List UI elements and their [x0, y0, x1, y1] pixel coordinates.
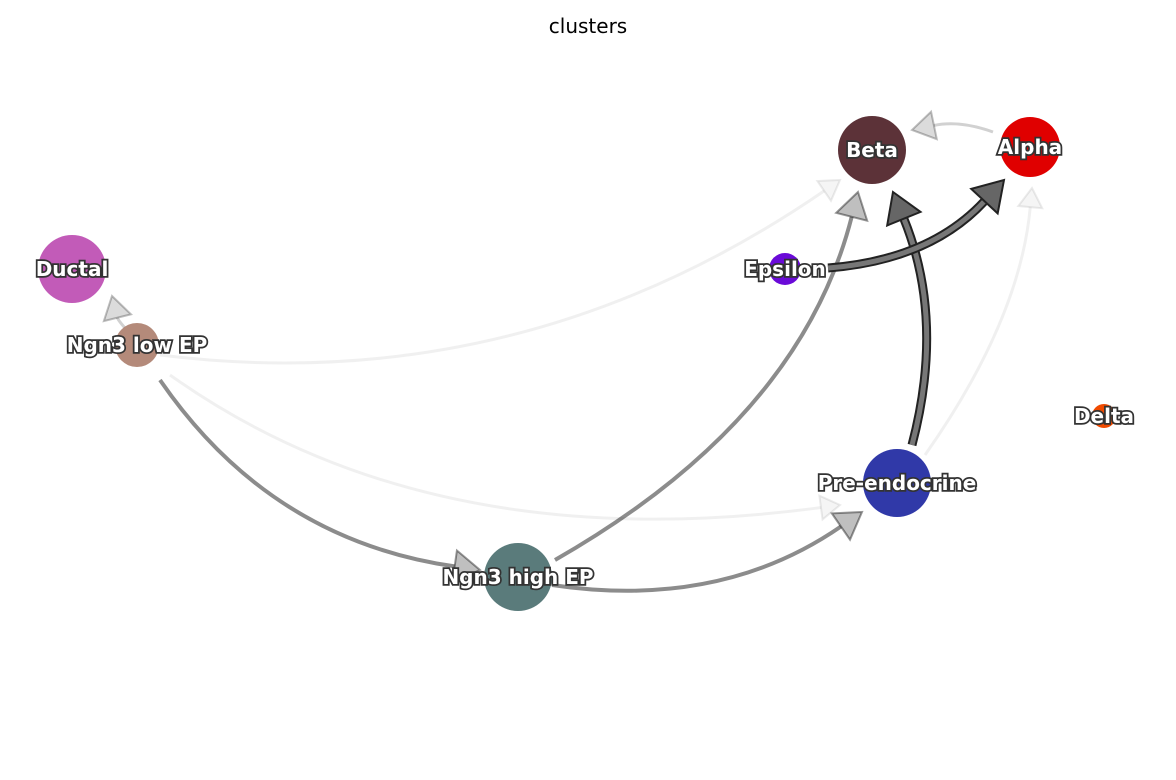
edge-alpha-beta: [910, 109, 994, 141]
edge-body: [169, 373, 822, 521]
node-label: Epsilon: [744, 257, 826, 281]
edge-body-inner: [827, 199, 987, 271]
node-pre_endocrine: Pre-endocrine: [816, 449, 978, 517]
edge-body-inner: [901, 217, 930, 446]
edge-arrowhead: [451, 548, 482, 584]
node-circle: [1092, 404, 1116, 428]
node-circle: [115, 323, 159, 367]
node-label: Pre-endocrine: [818, 471, 977, 495]
node-circle: [838, 116, 906, 184]
edge-body: [551, 524, 843, 593]
edge-ngn3_low-pre_endocrine: [169, 373, 842, 522]
edge-arrowhead: [834, 190, 869, 223]
edge-pre_endocrine-alpha: [923, 186, 1044, 456]
node-label: Delta: [1074, 404, 1134, 428]
node-alpha: Alpha: [996, 117, 1064, 177]
edge-arrowhead: [815, 178, 842, 203]
edge-arrowhead: [829, 510, 864, 542]
edge-arrowhead: [969, 178, 1006, 216]
edge-body: [158, 378, 455, 569]
edges-layer: [102, 109, 1044, 593]
edge-arrowhead: [818, 494, 842, 522]
node-label: Ngn3 low EP: [67, 333, 208, 357]
edge-ngn3_low-ductal: [102, 294, 134, 329]
edge-ngn3_high-pre_endocrine: [551, 510, 864, 593]
node-ductal: Ductal: [34, 235, 110, 303]
node-circle: [769, 253, 801, 285]
edge-body: [923, 206, 1032, 456]
edge-epsilon-alpha: [827, 178, 1006, 273]
node-ngn3_low: Ngn3 low EP: [65, 323, 209, 367]
edge-body: [933, 122, 994, 134]
node-label: Alpha: [998, 135, 1062, 159]
edge-ngn3_low-beta: [159, 178, 842, 365]
edge-pre_endocrine-beta: [885, 190, 932, 447]
edge-arrowhead: [885, 190, 923, 228]
node-label: Ngn3 high EP: [442, 565, 593, 589]
edge-arrowhead: [102, 294, 134, 323]
node-circle: [1000, 117, 1060, 177]
node-circle: [38, 235, 106, 303]
node-ngn3_high: Ngn3 high EP: [441, 543, 595, 611]
node-circle: [484, 543, 552, 611]
node-delta: Delta: [1072, 402, 1136, 430]
edge-body: [115, 317, 127, 329]
edge-body: [159, 189, 826, 365]
node-beta: Beta: [838, 116, 906, 184]
node-label: Beta: [846, 138, 898, 162]
edge-arrowhead: [910, 109, 939, 141]
node-circle: [863, 449, 931, 517]
plot-title: clusters: [548, 14, 628, 38]
edge-ngn3_low-ngn3_high: [158, 378, 482, 584]
edge-arrowhead: [1016, 186, 1044, 210]
node-epsilon: Epsilon: [742, 253, 828, 285]
node-label: Ductal: [36, 257, 109, 281]
